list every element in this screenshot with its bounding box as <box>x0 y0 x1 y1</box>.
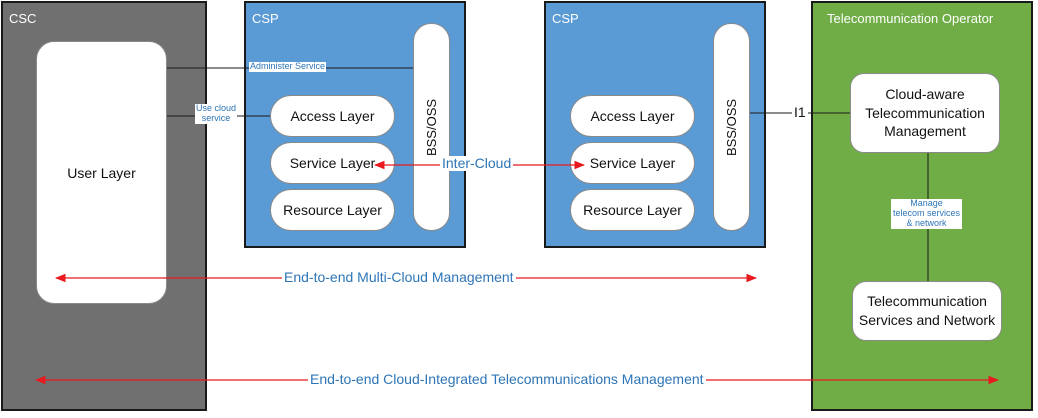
telecom-services-label: Telecommunication Services and Network <box>858 293 996 328</box>
cloud-integrated-label: End-to-end Cloud-Integrated Telecommunic… <box>308 371 706 388</box>
csp-left-resource-layer-label: Resource Layer <box>283 202 382 218</box>
telecom-services-box: Telecommunication Services and Network <box>852 281 1002 341</box>
multi-cloud-label: End-to-end Multi-Cloud Management <box>282 269 516 286</box>
csp-left-resource-layer: Resource Layer <box>270 189 395 231</box>
cloud-aware-mgmt-box: Cloud-aware Telecommunication Management <box>850 73 1000 153</box>
csp-right-access-layer: Access Layer <box>570 95 695 137</box>
csp-right-resource-layer-label: Resource Layer <box>583 202 682 218</box>
cloud-aware-mgmt-label: Cloud-aware Telecommunication Management <box>865 85 985 140</box>
administer-service-text: Administer Service <box>250 61 326 71</box>
multi-cloud-text: End-to-end Multi-Cloud Management <box>284 269 514 285</box>
inter-cloud-label: Inter-Cloud <box>440 155 514 172</box>
csp-left-access-layer: Access Layer <box>270 95 395 137</box>
manage-text-3: & network <box>906 217 947 228</box>
manage-label: Manage telecom services & network <box>891 198 963 229</box>
csp-right-bss-oss: BSS/OSS <box>713 23 750 231</box>
use-cloud-service-label: Use cloud service <box>195 103 238 124</box>
inter-cloud-text: Inter-Cloud <box>442 155 512 171</box>
manage-text-2: telecom services <box>893 207 961 218</box>
csp-left-access-layer-label: Access Layer <box>290 108 375 124</box>
user-layer-box: User Layer <box>36 41 167 304</box>
use-cloud-text: Use cloud <box>196 103 237 113</box>
cloud-integrated-text: End-to-end Cloud-Integrated Telecommunic… <box>310 371 704 387</box>
csp-left-service-layer-label: Service Layer <box>289 155 376 171</box>
csp-left-bss-oss: BSS/OSS <box>413 23 450 231</box>
i1-label: I1 <box>792 104 808 121</box>
csp-right-resource-layer: Resource Layer <box>570 189 695 231</box>
csc-title: CSC <box>9 11 37 26</box>
service-text: service <box>201 112 231 123</box>
operator-title: Telecommunication Operator <box>827 11 994 26</box>
csp-left-service-layer: Service Layer <box>270 142 395 184</box>
administer-service-label: Administer Service <box>249 61 327 72</box>
csp-right-access-layer-label: Access Layer <box>590 108 675 124</box>
user-layer-label: User Layer <box>67 164 136 181</box>
csp-left-title: CSP <box>252 11 279 26</box>
csp-right-service-layer-label: Service Layer <box>589 155 676 171</box>
csp-right-title: CSP <box>552 11 579 26</box>
manage-text-1: Manage <box>910 198 943 208</box>
csp-right-service-layer: Service Layer <box>570 142 695 184</box>
i1-text: I1 <box>794 104 806 120</box>
